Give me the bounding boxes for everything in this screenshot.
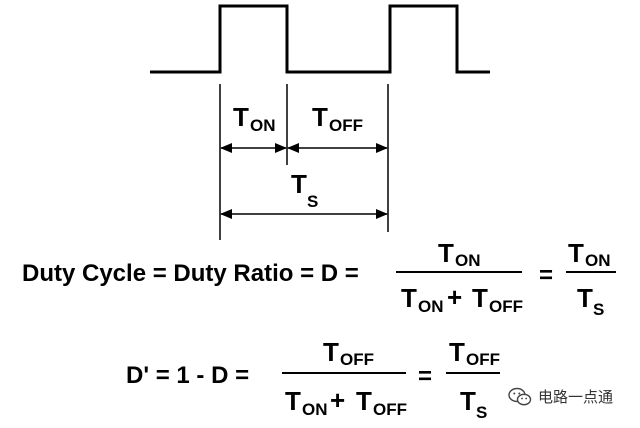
t-on-label: T ON bbox=[233, 102, 276, 135]
equation2-lhs: D' = 1 - D = bbox=[126, 362, 249, 389]
duty-cycle-equation: Duty Cycle = Duty Ratio = D = T ON T ON … bbox=[22, 238, 616, 319]
watermark-text: 电路一点通 bbox=[538, 388, 614, 406]
svg-text:T: T bbox=[472, 283, 488, 313]
svg-text:T: T bbox=[577, 283, 593, 313]
svg-text:T: T bbox=[568, 238, 584, 268]
svg-text:OFF: OFF bbox=[466, 350, 500, 369]
plus-sign: + bbox=[447, 282, 462, 312]
svg-text:T: T bbox=[356, 386, 372, 416]
svg-text:S: S bbox=[593, 300, 604, 319]
svg-text:OFF: OFF bbox=[340, 350, 374, 369]
svg-text:T: T bbox=[233, 102, 249, 132]
eq1-numerator-t: T bbox=[438, 238, 454, 268]
svg-text:OFF: OFF bbox=[489, 297, 523, 316]
svg-text:S: S bbox=[307, 192, 318, 211]
svg-text:T: T bbox=[449, 337, 465, 367]
pulse-waveform bbox=[150, 4, 490, 74]
t-s-label: T S bbox=[291, 169, 318, 211]
eq2-equals: = bbox=[418, 363, 432, 390]
svg-text:T: T bbox=[291, 169, 307, 199]
svg-text:OFF: OFF bbox=[329, 116, 363, 135]
svg-text:ON: ON bbox=[418, 297, 444, 316]
svg-text:S: S bbox=[476, 403, 487, 422]
svg-text:ON: ON bbox=[302, 400, 328, 419]
eq1-equals: = bbox=[539, 262, 553, 289]
svg-text:ON: ON bbox=[585, 251, 611, 270]
eq1-numerator-sub: ON bbox=[455, 251, 481, 270]
t-off-label: T OFF bbox=[312, 102, 363, 135]
watermark: 电路一点通 bbox=[508, 386, 613, 407]
svg-text:+: + bbox=[330, 385, 345, 415]
svg-text:T: T bbox=[285, 386, 301, 416]
svg-text:ON: ON bbox=[250, 116, 276, 135]
svg-text:T: T bbox=[312, 102, 328, 132]
svg-text:T: T bbox=[401, 283, 417, 313]
svg-text:T: T bbox=[460, 386, 476, 416]
wechat-icon bbox=[508, 387, 532, 405]
svg-text:OFF: OFF bbox=[373, 400, 407, 419]
equation1-lhs: Duty Cycle = Duty Ratio = D = bbox=[22, 260, 359, 287]
svg-text:T: T bbox=[323, 337, 339, 367]
complement-equation: D' = 1 - D = T OFF T ON + T OFF = T OFF … bbox=[126, 337, 500, 422]
